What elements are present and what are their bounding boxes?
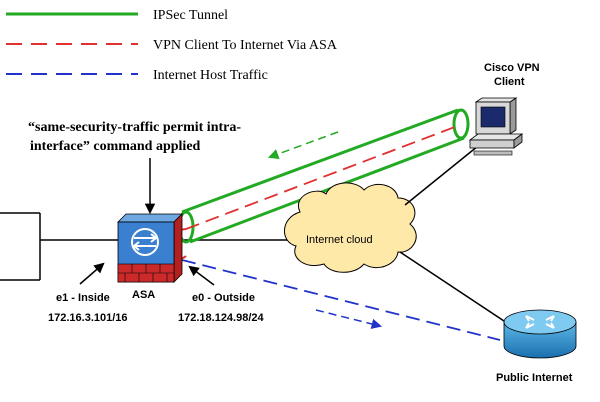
inside-network	[0, 212, 118, 281]
annotation-line-2: interface” command applied	[30, 139, 201, 154]
router-top	[503, 309, 577, 335]
tunnel-end-right	[452, 108, 470, 140]
router-arrows-icon	[525, 315, 555, 329]
cloud-label: Internet cloud	[306, 234, 373, 246]
tunnel-upper-edge	[181, 108, 459, 214]
legend-vpn-internet-label: VPN Client To Internet Via ASA	[153, 38, 338, 53]
monitor-screen	[480, 106, 506, 128]
internet-cloud: Internet cloud	[284, 182, 417, 273]
inside-interface-name: e1 - Inside	[56, 292, 110, 304]
computer-base	[469, 139, 515, 149]
vpn-internet-path-in-tunnel	[185, 124, 461, 230]
inside-interface: e1 - Inside 172.16.3.101/16	[48, 262, 128, 324]
legend-ipsec-label: IPSec Tunnel	[153, 8, 228, 23]
computer-base-top	[468, 133, 524, 141]
cloud-shape	[284, 182, 417, 273]
monitor-top	[474, 97, 518, 103]
outside-interface-arrow	[188, 265, 215, 286]
computer-base-side	[513, 133, 523, 149]
vpn-client-label-line-2: Client	[494, 76, 525, 88]
asa-top-face	[117, 213, 183, 223]
monitor-side	[509, 97, 517, 135]
vpn-client-computer: Cisco VPN Client	[468, 62, 540, 156]
legend: IPSec Tunnel VPN Client To Internet Via …	[6, 8, 338, 83]
asa-label: ASA	[132, 289, 155, 301]
firewall-bricks	[117, 263, 175, 283]
asa-side-face	[173, 213, 183, 283]
public-internet-router: Public Internet	[496, 309, 577, 384]
annotation-line-1: “same-security-traffic permit intra-	[28, 120, 241, 135]
tunnel-lower-edge	[189, 136, 465, 244]
outside-interface: e0 - Outside 172.18.124.98/24	[178, 265, 265, 324]
cloud-to-router-link	[399, 251, 511, 326]
vpn-client-label-line-1: Cisco VPN	[484, 62, 540, 74]
internet-host-traffic-path	[181, 259, 501, 341]
outside-interface-name: e0 - Outside	[192, 292, 255, 304]
legend-internet-host-label: Internet Host Traffic	[153, 68, 268, 83]
router-label: Public Internet	[496, 372, 573, 384]
keyboard	[473, 150, 513, 156]
tunnel-direction-arrow	[268, 131, 339, 160]
cloud-to-client-link	[404, 145, 479, 206]
ipsec-tunnel	[177, 108, 470, 244]
asa-firewall: ASA	[117, 213, 183, 301]
command-annotation: “same-security-traffic permit intra- int…	[28, 120, 241, 215]
outside-interface-ip: 172.18.124.98/24	[178, 312, 265, 324]
asa-symbol-icon	[131, 228, 159, 256]
inside-interface-ip: 172.16.3.101/16	[48, 312, 128, 324]
internet-host-traffic-arrow	[315, 309, 383, 330]
inside-interface-arrow	[79, 262, 105, 285]
